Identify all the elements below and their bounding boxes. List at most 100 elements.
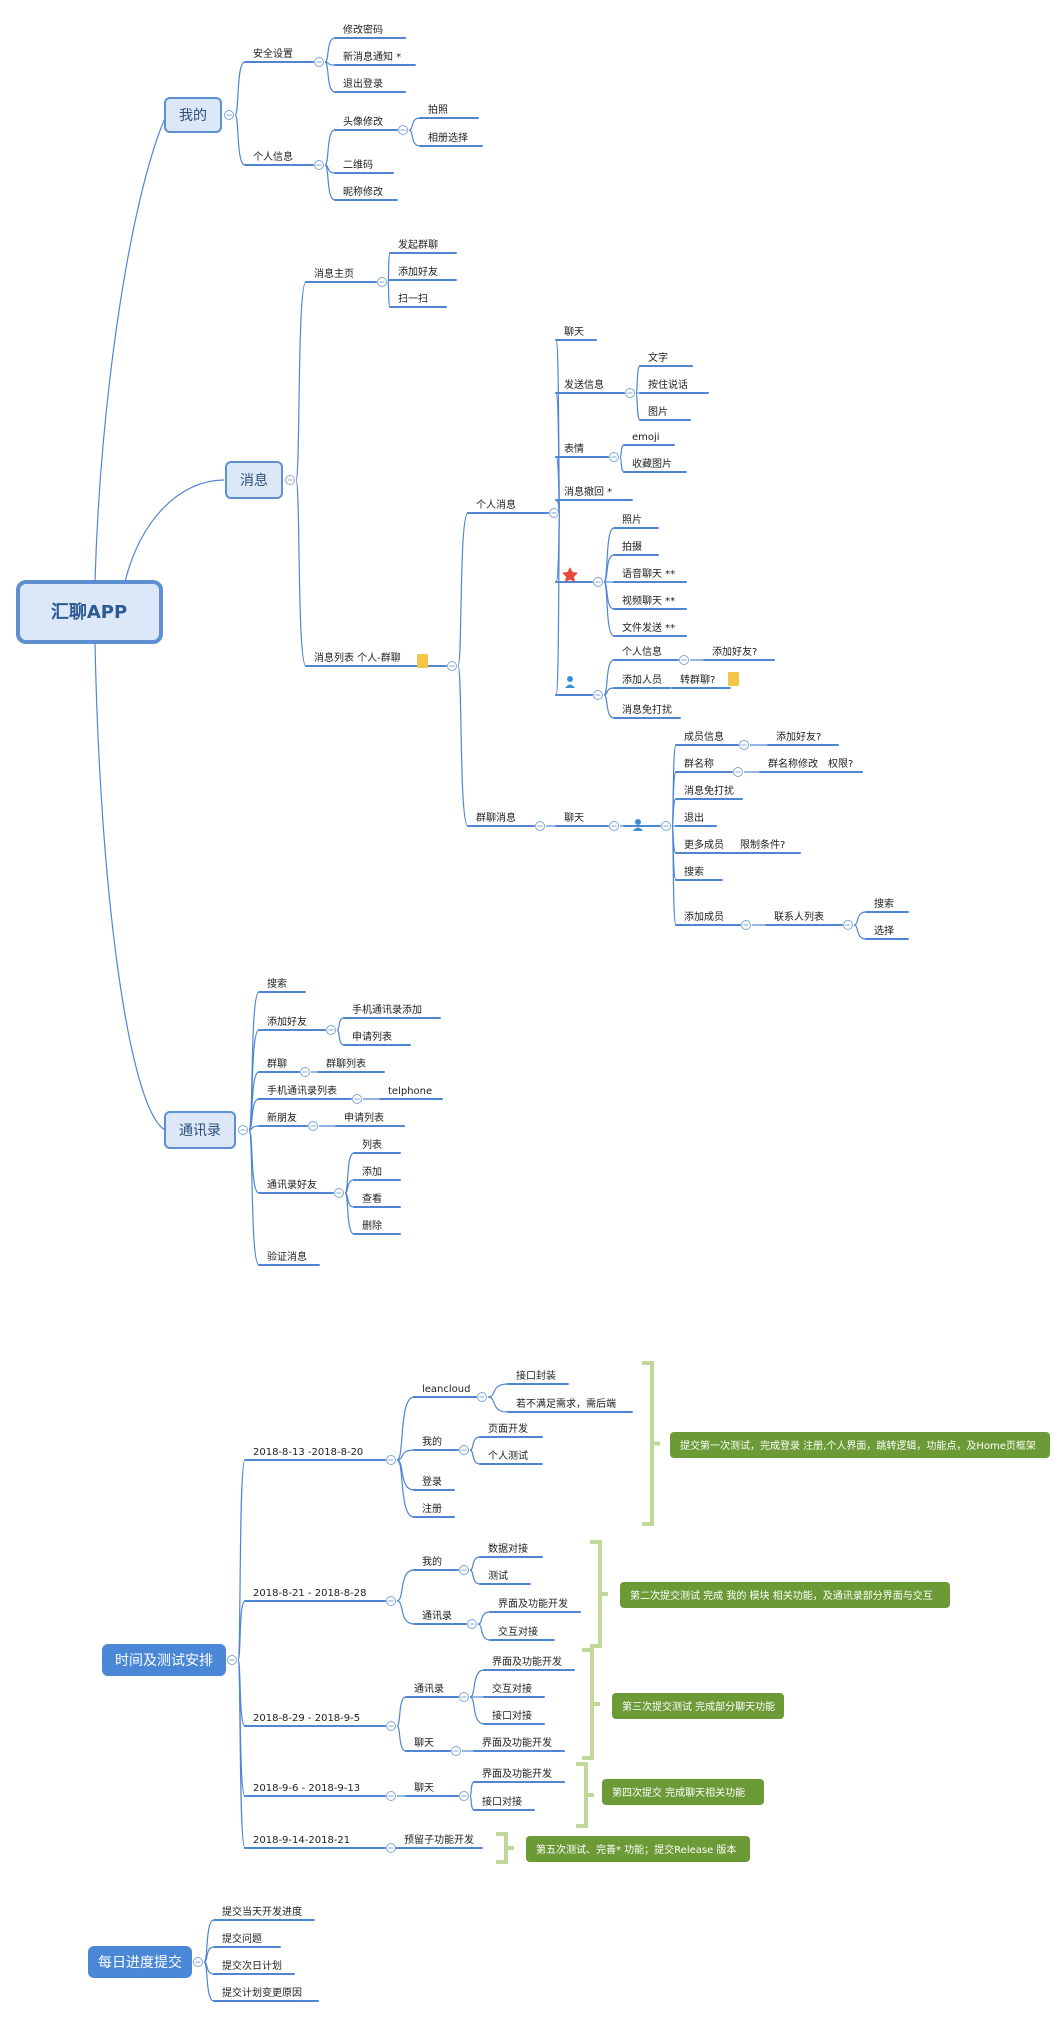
note-5-box xyxy=(526,1836,750,1862)
node-perm: 权限? xyxy=(828,757,853,770)
collapse-toggle[interactable] xyxy=(238,1125,248,1135)
connector-line xyxy=(396,1600,415,1625)
connector-line xyxy=(469,1569,481,1585)
collapse-toggle[interactable] xyxy=(467,1619,477,1629)
person-icon xyxy=(635,819,641,825)
main-node-wode-box xyxy=(164,97,222,133)
collapse-toggle[interactable] xyxy=(593,577,603,587)
node-telphone: telphone xyxy=(388,1086,432,1097)
connector-line xyxy=(469,1669,485,1698)
collapse-toggle[interactable] xyxy=(661,821,671,831)
connector-line xyxy=(603,554,615,583)
node-ui-dev3b: 界面及功能开发 xyxy=(482,1736,552,1749)
collapse-toggle[interactable] xyxy=(377,277,387,287)
collapse-toggle[interactable] xyxy=(326,1025,336,1035)
collapse-toggle[interactable] xyxy=(386,1791,396,1801)
collapse-toggle[interactable] xyxy=(535,821,545,831)
node-search2: 搜索 xyxy=(874,897,894,910)
collapse-toggle[interactable] xyxy=(334,1188,344,1198)
node-interact3: 交互对接 xyxy=(492,1682,532,1695)
node-verify: 验证消息 xyxy=(267,1250,307,1263)
connector-line xyxy=(234,61,246,116)
collapse-toggle[interactable] xyxy=(459,1445,469,1455)
connector-line xyxy=(853,911,867,926)
main-node-wode-label: 我的 xyxy=(179,108,207,124)
collapse-toggle[interactable] xyxy=(733,767,743,777)
collapse-toggle[interactable] xyxy=(398,125,408,135)
connector-line xyxy=(603,581,615,637)
collapse-toggle[interactable] xyxy=(193,1957,203,1967)
node-video-call: 视频聊天 ** xyxy=(622,594,675,607)
collapse-toggle[interactable] xyxy=(386,1596,396,1606)
connector-line xyxy=(469,1436,481,1451)
root-node-box xyxy=(16,580,163,644)
node-ui-dev: 界面及功能开发 xyxy=(498,1597,568,1610)
collapse-toggle[interactable] xyxy=(386,1455,396,1465)
collapse-toggle[interactable] xyxy=(593,690,603,700)
bracket-2 xyxy=(590,1540,608,1648)
collapse-toggle[interactable] xyxy=(741,920,751,930)
collapse-toggle[interactable] xyxy=(352,1094,362,1104)
node-shoot: 拍摄 xyxy=(622,540,642,553)
collapse-toggle[interactable] xyxy=(459,1565,469,1575)
note-4: 第四次提交 完成聊天相关功能 xyxy=(612,1786,745,1799)
connector-line xyxy=(469,1781,475,1797)
node-to-group: 转群聊? xyxy=(680,673,715,686)
collapse-toggle[interactable] xyxy=(224,110,234,120)
collapse-toggle[interactable] xyxy=(386,1721,396,1731)
collapse-toggle[interactable] xyxy=(609,452,619,462)
collapse-toggle[interactable] xyxy=(451,1746,461,1756)
collapse-toggle[interactable] xyxy=(609,821,619,831)
collapse-toggle[interactable] xyxy=(739,740,749,750)
collapse-toggle[interactable] xyxy=(459,1692,469,1702)
main-node-msg-box xyxy=(225,461,283,499)
connector-line xyxy=(619,456,625,473)
connector-line xyxy=(387,252,391,283)
connector-line xyxy=(853,924,867,940)
node-group-name: 群名称 xyxy=(684,757,714,770)
collapse-toggle[interactable] xyxy=(300,1067,310,1077)
collapse-toggle[interactable] xyxy=(549,508,559,518)
collapse-toggle[interactable] xyxy=(308,1121,318,1131)
node-data-api: 数据对接 xyxy=(488,1542,528,1555)
node-api4: 接口对接 xyxy=(482,1795,522,1808)
node-group-chat-node: 聊天 xyxy=(564,811,584,824)
node-mine2: 我的 xyxy=(422,1555,442,1568)
collapse-toggle[interactable] xyxy=(314,160,324,170)
connector-line xyxy=(555,512,561,696)
collapse-toggle[interactable] xyxy=(477,1392,487,1402)
node-leancloud: leancloud xyxy=(422,1384,470,1395)
connector-line xyxy=(457,665,469,827)
node-friends: 通讯录好友 xyxy=(267,1178,317,1191)
node-limit: 限制条件? xyxy=(740,838,785,851)
collapse-toggle[interactable] xyxy=(227,1655,237,1665)
note-4-box xyxy=(602,1779,764,1805)
connector-line xyxy=(324,61,336,93)
connector-line xyxy=(248,1129,260,1266)
collapse-toggle[interactable] xyxy=(285,475,295,485)
node-emoji-item: emoji xyxy=(632,432,660,443)
connector-line xyxy=(203,1919,215,1963)
collapse-toggle[interactable] xyxy=(679,655,689,665)
connector-line xyxy=(295,281,307,481)
node-period4: 2018-9-6 - 2018-9-13 xyxy=(253,1783,360,1794)
collapse-toggle[interactable] xyxy=(843,920,853,930)
node-new-friend: 新朋友 xyxy=(267,1111,297,1124)
collapse-toggle[interactable] xyxy=(314,57,324,67)
node-add-member: 添加人员 xyxy=(622,673,662,686)
main-node-msg-label: 消息 xyxy=(240,472,268,489)
node-backend: 若不满足需求，需后端 xyxy=(516,1397,616,1410)
connector-line xyxy=(396,1696,407,1727)
collapse-toggle[interactable] xyxy=(459,1791,469,1801)
collapse-toggle[interactable] xyxy=(386,1843,396,1853)
node-recall: 消息撤回 * xyxy=(564,485,612,498)
connector-line xyxy=(619,444,625,458)
collapse-toggle[interactable] xyxy=(625,388,635,398)
node-logout: 退出登录 xyxy=(343,77,383,90)
connector-line xyxy=(237,1659,246,1849)
node-member-info: 成员信息 xyxy=(684,730,724,743)
collapse-toggle[interactable] xyxy=(447,661,457,671)
node-personal-test: 个人测试 xyxy=(488,1449,528,1462)
node-contacts2: 通讯录 xyxy=(422,1610,452,1622)
